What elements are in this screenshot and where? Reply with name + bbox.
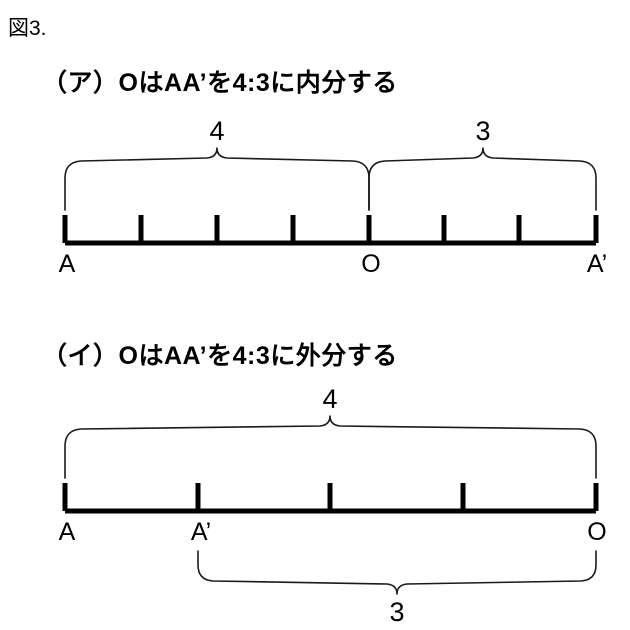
ratio-label-3-internal: 3 (475, 116, 490, 146)
point-label-A-prime-internal: A’ (587, 250, 607, 278)
brace-4-external (64, 415, 597, 479)
brace-4-internal (64, 147, 370, 211)
ratio-label-4-internal: 4 (209, 116, 224, 146)
brace-3-internal (368, 147, 597, 211)
point-label-A-internal: A (59, 250, 76, 278)
figure-title: 図3. (8, 17, 47, 40)
number-line-diagram-internal: 4 3 A O A’ (0, 110, 630, 290)
ratio-label-4-external: 4 (322, 384, 337, 414)
section-heading-external-division: （イ）OはAA’を4:3に外分する (42, 342, 398, 370)
number-line-diagram-external: 4 A A’ O 3 (0, 383, 630, 628)
point-label-O-external: O (587, 518, 606, 546)
brace-3-external (197, 550, 597, 595)
ratio-label-3-external: 3 (389, 597, 404, 627)
point-label-A-external: A (59, 518, 76, 546)
section-heading-internal-division: （ア）OはAA’を4:3に内分する (42, 69, 398, 97)
point-label-O-internal: O (361, 250, 380, 278)
point-label-A-prime-external: A’ (191, 518, 211, 546)
